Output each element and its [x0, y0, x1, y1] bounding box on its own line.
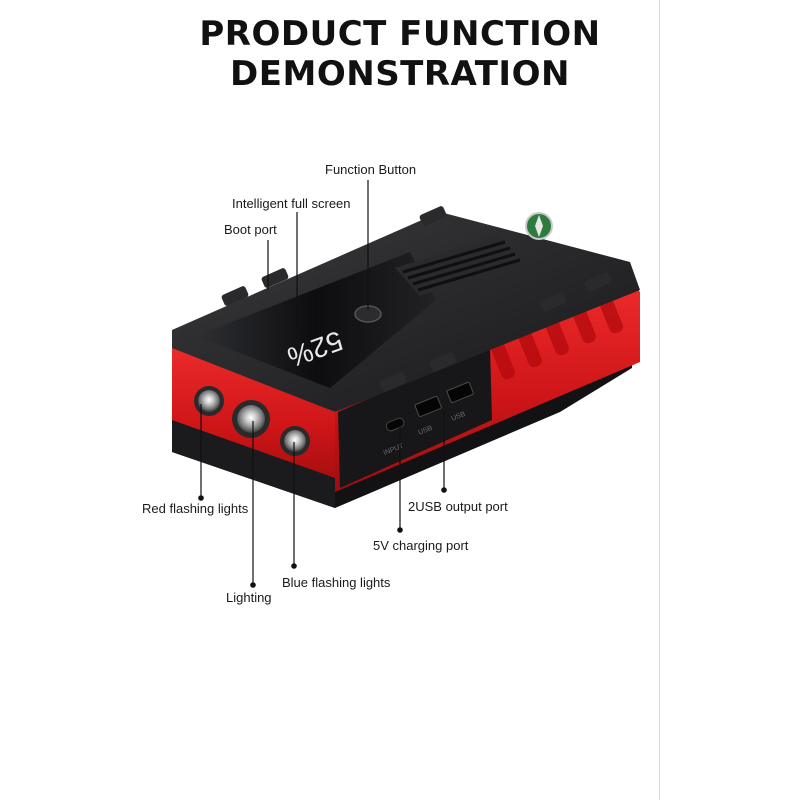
- callout-lighting: Lighting: [226, 590, 272, 605]
- led-blue-flashing: [280, 426, 310, 456]
- callout-red-flashing-lights: Red flashing lights: [142, 501, 249, 516]
- page-divider: [659, 0, 660, 800]
- callout-intelligent-full-screen: Intelligent full screen: [232, 196, 351, 211]
- title-line-2: DEMONSTRATION: [230, 54, 570, 94]
- callout-blue-flashing-lights: Blue flashing lights: [282, 575, 391, 590]
- callout-5v-charging-port: 5V charging port: [373, 538, 469, 553]
- led-red-flashing: [194, 386, 224, 416]
- page-title: PRODUCT FUNCTION DEMONSTRATION: [0, 14, 800, 94]
- title-line-1: PRODUCT FUNCTION: [199, 14, 601, 54]
- callout-boot-port: Boot port: [224, 222, 277, 237]
- led-lighting: [232, 400, 270, 438]
- grille-panel: [395, 236, 522, 296]
- callout-2usb-output-port: 2USB output port: [408, 499, 508, 514]
- bumper-tabs: [221, 206, 612, 392]
- callout-lines: [198, 180, 447, 588]
- usb-port-1[interactable]: [414, 395, 442, 418]
- compass-needle: [535, 215, 543, 237]
- input-port[interactable]: [385, 417, 405, 432]
- intelligent-screen: [196, 252, 436, 388]
- port-panel: [338, 346, 492, 488]
- usb-port-2[interactable]: [446, 381, 474, 404]
- callout-function-button: Function Button: [325, 162, 417, 177]
